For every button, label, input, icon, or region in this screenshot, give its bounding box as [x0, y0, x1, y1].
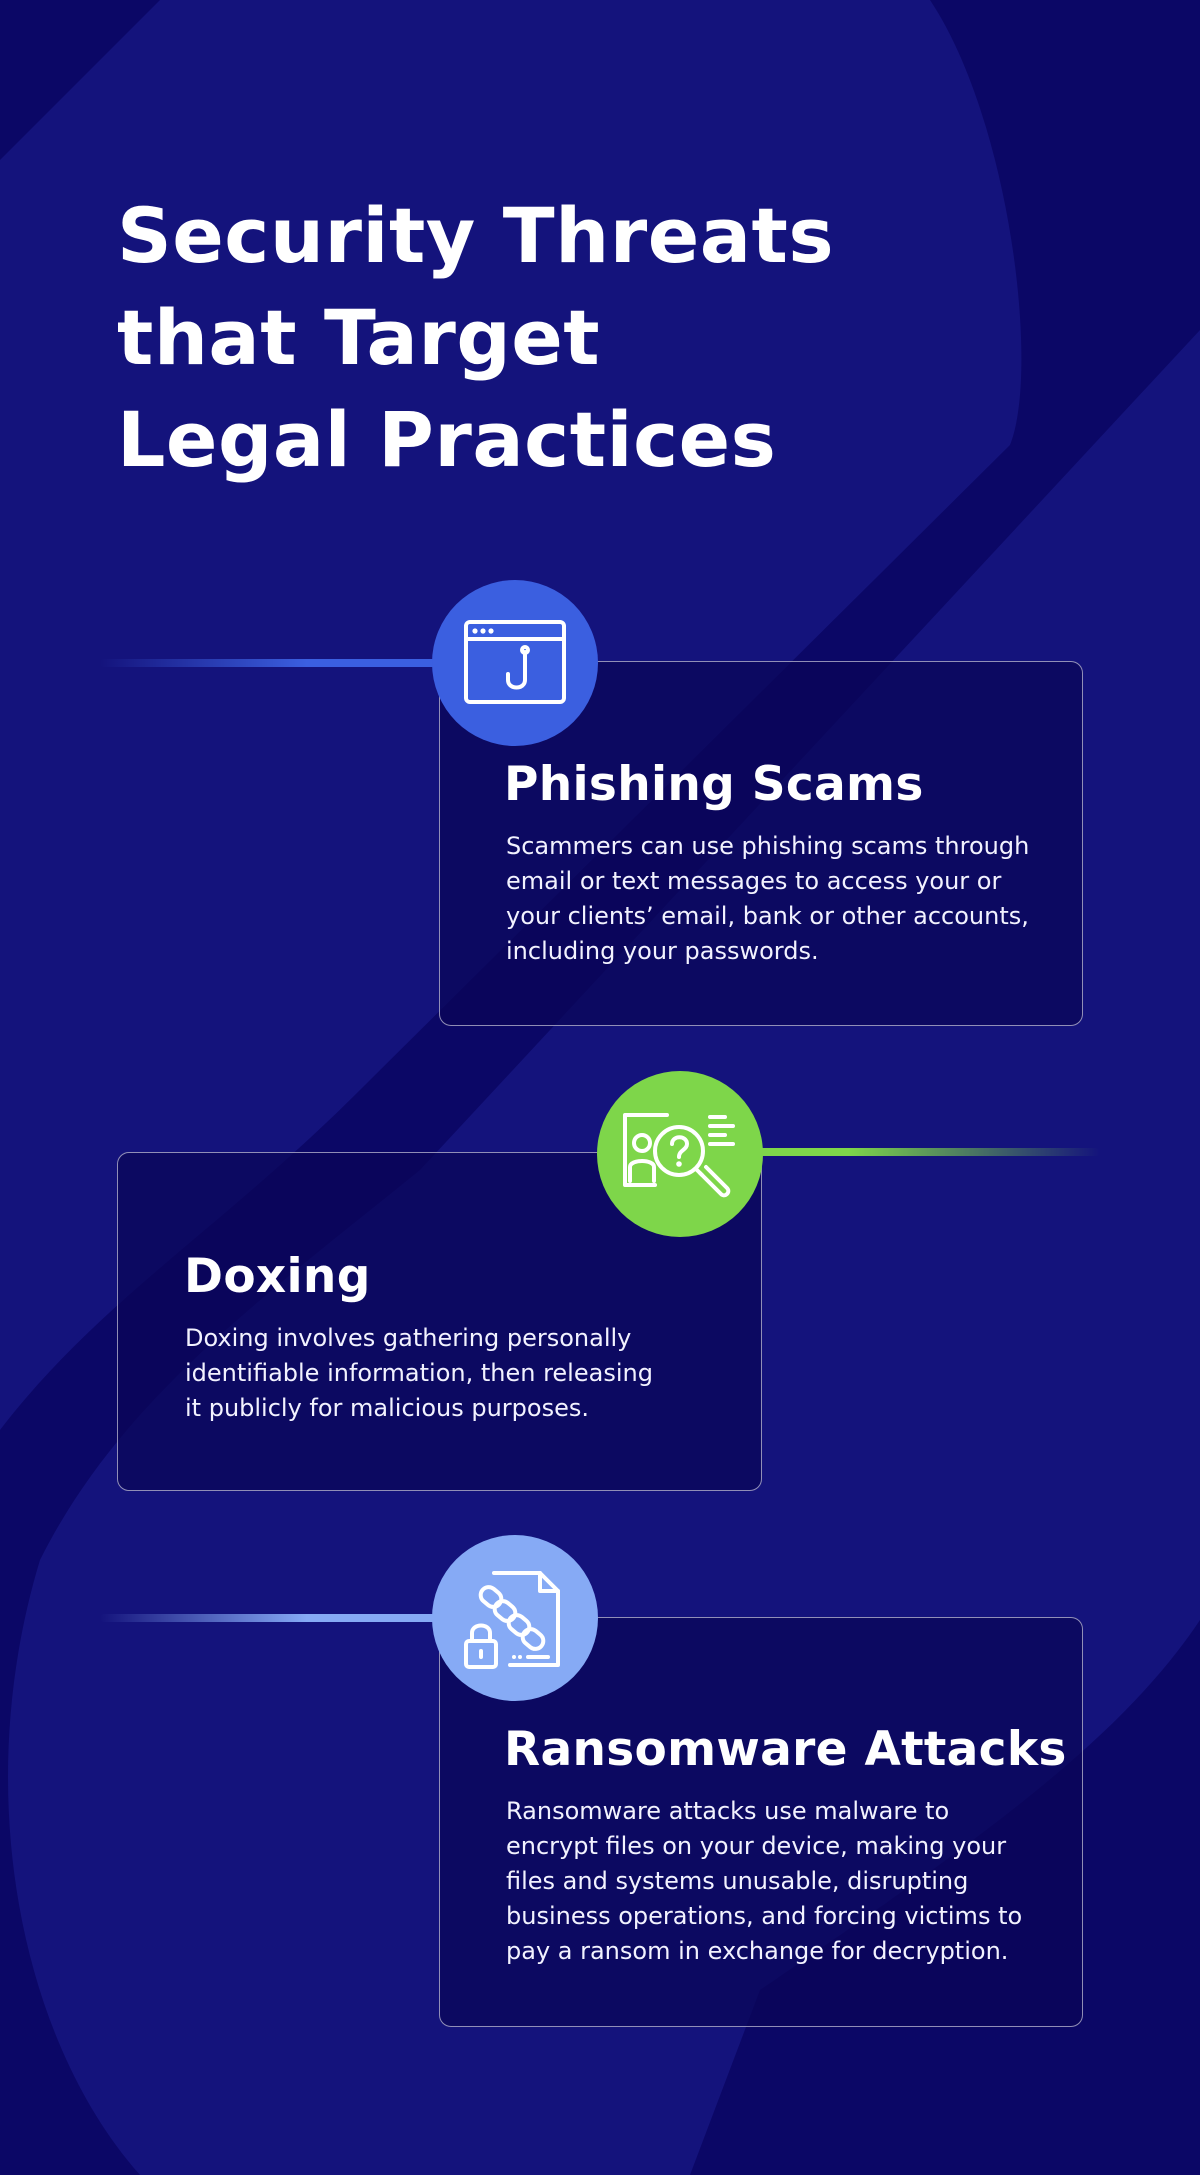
- doxing-magnifier-profile-icon: [623, 1113, 735, 1198]
- doxing-connector-line: [740, 1148, 1100, 1156]
- threat-card-ransomware: Ransomware Attacks Ransomware attacks us…: [439, 1617, 1083, 2027]
- phishing-browser-hook-icon: [464, 620, 566, 704]
- ransomware-connector-line: [100, 1614, 445, 1622]
- doxing-icon-circle: [597, 1071, 763, 1237]
- phishing-connector-line: [100, 659, 445, 667]
- ransomware-file-chain-lock-icon: [464, 1571, 560, 1669]
- threat-title-ransomware: Ransomware Attacks: [504, 1722, 1067, 1777]
- phishing-icon-circle: [432, 580, 598, 746]
- threat-title-doxing: Doxing: [184, 1249, 371, 1304]
- title-line-1: Security Threats: [117, 191, 835, 280]
- threat-card-phishing: Phishing Scams Scammers can use phishing…: [439, 661, 1083, 1026]
- ransomware-icon-circle: [432, 1535, 598, 1701]
- page-title: Security Threats that Target Legal Pract…: [117, 185, 917, 491]
- threat-description-ransomware: Ransomware attacks use malware to encryp…: [506, 1797, 1023, 1965]
- threat-title-phishing: Phishing Scams: [504, 757, 924, 812]
- threat-description-phishing: Scammers can use phishing scams through …: [506, 832, 1030, 965]
- title-line-3: Legal Practices: [117, 395, 777, 484]
- threat-description-doxing: Doxing involves gathering personally ide…: [185, 1324, 653, 1422]
- title-line-2: that Target: [117, 293, 601, 382]
